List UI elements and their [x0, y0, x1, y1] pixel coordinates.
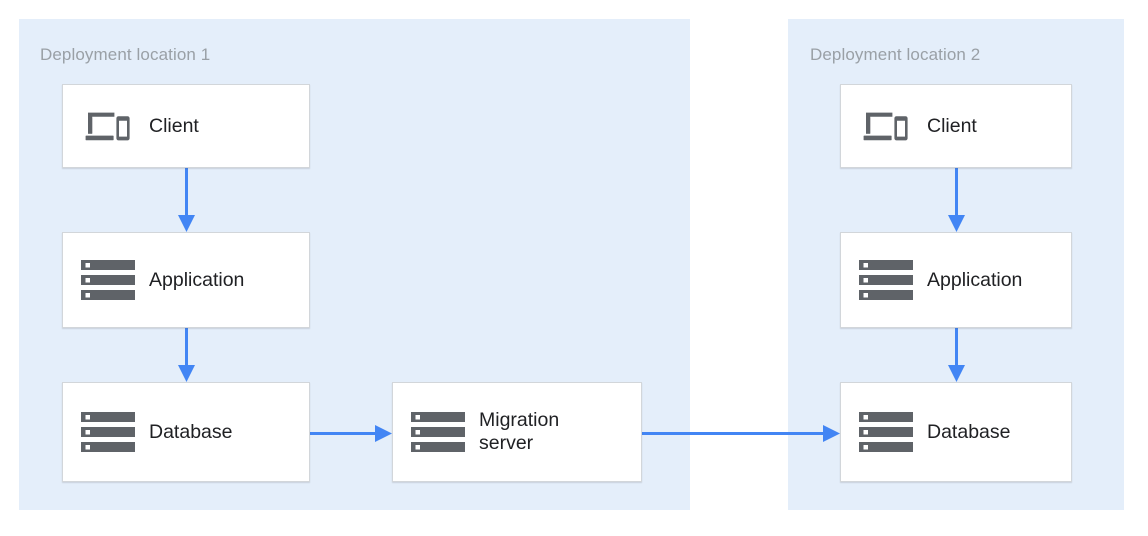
arrow-icon — [947, 168, 965, 232]
devices-icon — [81, 109, 135, 143]
server-icon-svg — [859, 260, 913, 300]
node-db1[interactable]: Database — [62, 382, 310, 482]
node-db2[interactable]: Database — [840, 382, 1072, 482]
devices-icon — [859, 109, 913, 143]
node-client2[interactable]: Client — [840, 84, 1072, 168]
node-label-db2: Database — [927, 420, 1011, 443]
node-client1[interactable]: Client — [62, 84, 310, 168]
deployment-zone-label-2: Deployment location 2 — [810, 45, 981, 64]
node-label-client2: Client — [927, 114, 977, 137]
node-label-app1: Application — [149, 268, 245, 291]
arrow-icon — [642, 424, 840, 442]
server-icon — [411, 412, 465, 452]
node-migration[interactable]: Migration server — [392, 382, 642, 482]
node-app2[interactable]: Application — [840, 232, 1072, 328]
node-label-client1: Client — [149, 114, 199, 137]
node-label-migration: Migration server — [479, 409, 560, 454]
server-icon-svg — [81, 412, 135, 452]
server-icon-svg — [411, 412, 465, 452]
connector-app2-to-db2 — [947, 328, 966, 382]
node-label-app2: Application — [927, 268, 1023, 291]
arrow-icon — [177, 328, 195, 382]
connector-migration-to-db2 — [642, 424, 840, 443]
node-app1[interactable]: Application — [62, 232, 310, 328]
connector-app1-to-db1 — [177, 328, 196, 382]
arrow-icon — [310, 424, 392, 442]
server-icon — [859, 260, 913, 300]
devices-icon-svg — [863, 112, 908, 141]
arrow-icon — [947, 328, 965, 382]
server-icon-svg — [81, 260, 135, 300]
node-label-db1: Database — [149, 420, 233, 443]
server-icon — [859, 412, 913, 452]
server-icon — [81, 260, 135, 300]
deployment-zone-label-1: Deployment location 1 — [40, 45, 211, 64]
connector-db1-to-migration — [310, 424, 392, 443]
arrow-icon — [177, 168, 195, 232]
connector-client2-to-app2 — [947, 168, 966, 232]
connector-client1-to-app1 — [177, 168, 196, 232]
server-icon-svg — [859, 412, 913, 452]
devices-icon-svg — [85, 112, 130, 141]
server-icon — [81, 412, 135, 452]
